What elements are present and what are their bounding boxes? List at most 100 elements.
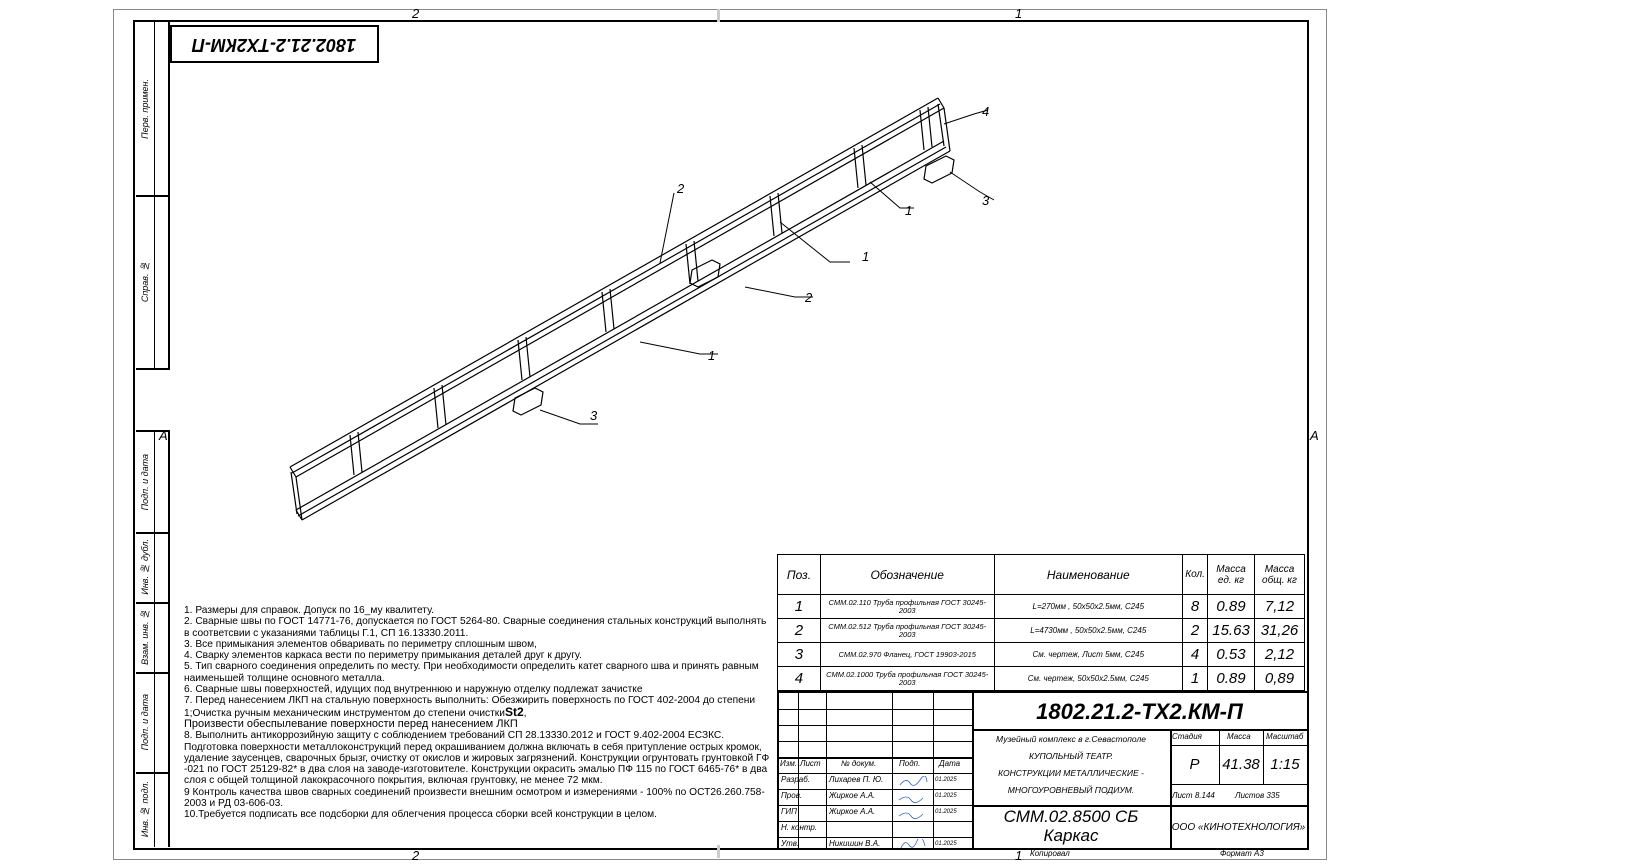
technical-notes: 1. Размеры для справок. Допуск по 16_му … bbox=[184, 605, 774, 821]
callout-4: 4 bbox=[982, 104, 989, 119]
callout-3-left: 3 bbox=[590, 408, 598, 423]
callout-1-left: 1 bbox=[708, 348, 715, 363]
tb-role-razrab: Разраб. bbox=[781, 775, 810, 784]
note-7-bold: St2 bbox=[504, 704, 524, 719]
note-4: 4. Сварку элементов каркаса вести по пер… bbox=[184, 650, 582, 662]
zone-label-bottom-left: 2 bbox=[412, 848, 420, 863]
tb-assembly-name: Каркас bbox=[1043, 826, 1099, 845]
tb-stage-value: Р bbox=[1189, 756, 1200, 773]
spec-pos: 1 bbox=[777, 594, 821, 619]
spec-designation: СММ.02.1000 Труба профильная ГОСТ 30245-… bbox=[819, 666, 995, 691]
spec-qty: 8 bbox=[1182, 594, 1209, 619]
fold-mark-top bbox=[717, 9, 720, 22]
spec-header-unit-mass: Масса ед. кг bbox=[1207, 554, 1255, 595]
flanges bbox=[512, 155, 955, 416]
zone-label-side-right: А bbox=[1310, 428, 1319, 443]
tb-date-gip: 01.2025 bbox=[935, 809, 957, 815]
note-5: 5. Тип сварного соединения определить по… bbox=[184, 661, 762, 684]
note-6: 6. Сварные швы поверхностей, идущих под … bbox=[184, 684, 643, 696]
spec-qty: 1 bbox=[1182, 666, 1209, 691]
spec-name: См. чертеж, Лист 5мм, С245 bbox=[993, 642, 1184, 667]
spec-header-qty: Кол. bbox=[1182, 554, 1209, 595]
note-10: 10.Требуется подписать все подсборки для… bbox=[184, 809, 658, 821]
signature-prov bbox=[897, 791, 929, 803]
note-2: 2. Сварные швы по ГОСТ 14771-76, допуска… bbox=[184, 616, 770, 639]
zone-label-top-right: 1 bbox=[1015, 6, 1023, 21]
spec-designation: СММ.02.970 Фланец, ГОСТ 19903-2015 bbox=[819, 642, 995, 667]
sheet-inner-frame bbox=[133, 20, 1309, 850]
tb-name-prov: Жиркое А.А. bbox=[829, 791, 876, 800]
note-7-text: 7. Перед нанесением ЛКП на стальную пове… bbox=[184, 695, 758, 719]
spec-unit-mass: 0.53 bbox=[1207, 642, 1255, 667]
signature-utv bbox=[897, 836, 929, 849]
tb-name-gip: Жиркое А.А. bbox=[829, 807, 876, 816]
tb-project: Музейный комплекс в г.Севастополе bbox=[996, 734, 1146, 744]
spec-designation: СММ.02.110 Труба профильная ГОСТ 30245-2… bbox=[819, 594, 995, 619]
signature-razrab bbox=[897, 775, 929, 787]
table-row: 1 СММ.02.110 Труба профильная ГОСТ 30245… bbox=[777, 594, 1305, 619]
spec-qty: 4 bbox=[1182, 642, 1209, 667]
tb-assembly-code: СММ.02.8500 СБ bbox=[1003, 807, 1139, 826]
callout-3-right: 3 bbox=[982, 193, 990, 208]
spec-pos: 3 bbox=[777, 642, 821, 667]
tb-title-line1: КУПОЛЬНЫЙ ТЕАТР. bbox=[1029, 751, 1113, 761]
signature-gip bbox=[897, 807, 929, 819]
tb-doc-code: 1802.21.2-ТХ2.КМ-П bbox=[1036, 699, 1243, 724]
spec-total-mass: 2,12 bbox=[1254, 642, 1305, 667]
title-block: Изм. Лист № докум. Подп. Дата Разраб. Ли… bbox=[777, 691, 1307, 849]
tb-role-utv: Утв. bbox=[781, 839, 800, 848]
spec-total-mass: 31,26 bbox=[1254, 618, 1305, 643]
tb-title-line3: МНОГОУРОВНЕВЫЙ ПОДИУМ. bbox=[1007, 785, 1135, 795]
tb-col-izm: Изм. bbox=[780, 759, 798, 768]
side-stamp-top: Перв. примен. Справ. № bbox=[136, 22, 170, 370]
tb-mass-value: 41.38 bbox=[1222, 756, 1260, 773]
spec-header-designation: Обозначение bbox=[819, 554, 995, 595]
tb-copied: Копировал bbox=[1030, 849, 1070, 858]
tb-date-prov: 01.2025 bbox=[935, 793, 957, 799]
tb-scale-label: Масштаб bbox=[1266, 732, 1304, 741]
spec-unit-mass: 15.63 bbox=[1207, 618, 1255, 643]
callout-2-top: 2 bbox=[676, 181, 685, 196]
tb-title-line2: КОНСТРУКЦИИ МЕТАЛЛИЧЕСКИЕ - bbox=[998, 768, 1144, 778]
tb-role-gip: ГИП bbox=[781, 807, 797, 816]
rotated-code-stamp: 1802.21.2-ТХ2КМ-П bbox=[170, 25, 379, 63]
top-rail bbox=[289, 97, 945, 478]
spec-qty: 2 bbox=[1182, 618, 1209, 643]
spec-name: См. чертеж, 50х50х2.5мм, С245 bbox=[993, 666, 1184, 691]
tb-role-prov: Пров. bbox=[781, 791, 803, 800]
spec-total-mass: 0,89 bbox=[1254, 666, 1305, 691]
spec-pos: 4 bbox=[777, 666, 821, 691]
note-3: 3. Все примыкания элементов обваривать п… bbox=[184, 638, 537, 650]
tb-col-list: Лист bbox=[800, 759, 821, 768]
callout-1-mid: 1 bbox=[862, 249, 869, 264]
spec-designation: СММ.02.512 Труба профильная ГОСТ 30245-2… bbox=[819, 618, 995, 643]
spec-unit-mass: 0.89 bbox=[1207, 666, 1255, 691]
fold-mark-bottom bbox=[717, 845, 720, 858]
tb-sheets: Листов 335 bbox=[1235, 791, 1280, 800]
specification-table: Поз. Обозначение Наименование Кол. Масса… bbox=[777, 554, 1305, 691]
tb-company: ООО «КИНОТЕХНОЛОГИЯ» bbox=[1171, 822, 1306, 833]
spec-name: L=4730мм , 50х50х2.5мм, С245 bbox=[993, 618, 1184, 643]
tb-scale-value: 1:15 bbox=[1270, 756, 1300, 773]
tb-format: Формат А3 bbox=[1220, 849, 1264, 858]
tb-date-utv: 01.2025 bbox=[935, 841, 957, 847]
spec-header-name: Наименование bbox=[993, 554, 1184, 595]
tb-name-utv: Никишин В.А. bbox=[829, 839, 881, 848]
note-7: 7. Перед нанесением ЛКП на стальную пове… bbox=[184, 695, 758, 719]
sheet-outer-frame bbox=[113, 9, 1327, 860]
callout-2-mid: 2 bbox=[804, 290, 813, 305]
spec-header-pos: Поз. bbox=[777, 554, 821, 595]
tb-title: Музейный комплекс в г.Севастополе КУПОЛЬ… bbox=[974, 731, 1168, 799]
zone-label-top-left: 2 bbox=[412, 6, 420, 21]
tb-col-sign: Подп. bbox=[899, 759, 921, 768]
zone-label-side-left: А bbox=[159, 428, 168, 443]
table-row: 2 СММ.02.512 Труба профильная ГОСТ 30245… bbox=[777, 618, 1305, 643]
table-row: 4 СММ.02.1000 Труба профильная ГОСТ 3024… bbox=[777, 666, 1305, 691]
spec-total-mass: 7,12 bbox=[1254, 594, 1305, 619]
note-7b: Произвести обеспылевание поверхности пер… bbox=[184, 717, 518, 730]
tb-mass-label: Масса bbox=[1227, 732, 1251, 741]
tb-col-doc: № докум. bbox=[841, 759, 877, 768]
spec-name: L=270мм , 50х50х2.5мм, С245 bbox=[993, 594, 1184, 619]
tb-role-nkontr: Н. контр. bbox=[781, 823, 818, 832]
